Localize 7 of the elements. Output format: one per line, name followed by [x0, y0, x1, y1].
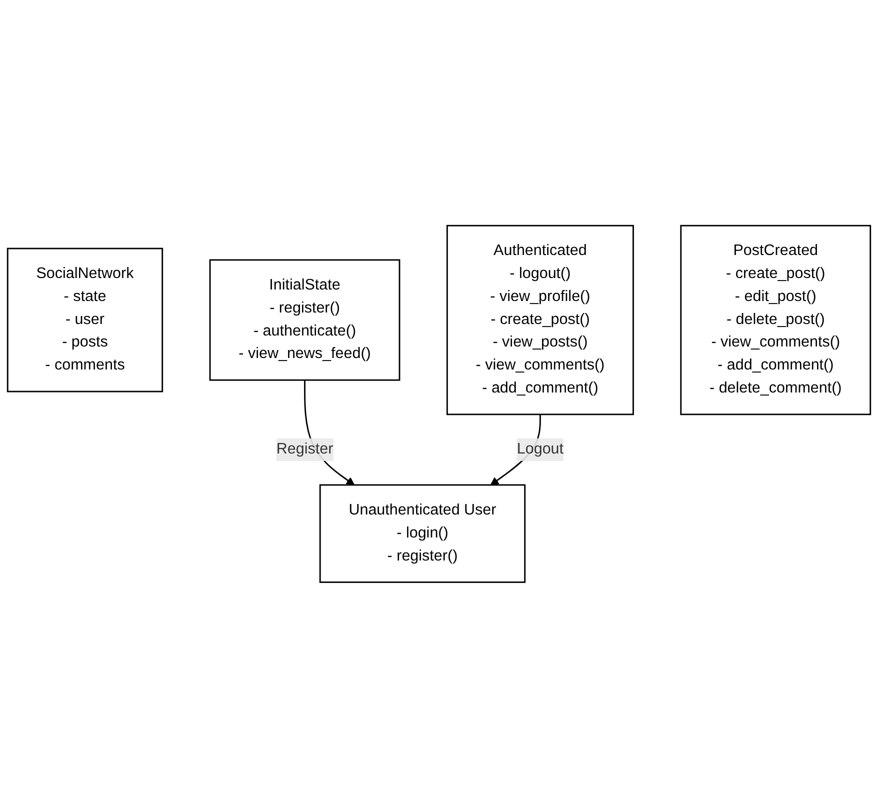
node-box: SocialNetwork - state - user - posts - comments — [6, 247, 164, 392]
edge-label: Logout — [516, 440, 564, 457]
node-box: InitialState - register() - authenticate() - view_news_feed() — [209, 258, 400, 380]
node-box: PostCreated - create_post() - edit_post() - delete_post() - view_comments() - add_comment() - delete_comment() — [680, 224, 872, 415]
edge-label: Register — [276, 440, 334, 457]
node-box: Authenticated - logout() - view_profile() - create_post() - view_posts() - view_comments() - add_comment() — [446, 224, 634, 415]
node-box: Unauthenticated User - login() - register() — [319, 484, 526, 582]
